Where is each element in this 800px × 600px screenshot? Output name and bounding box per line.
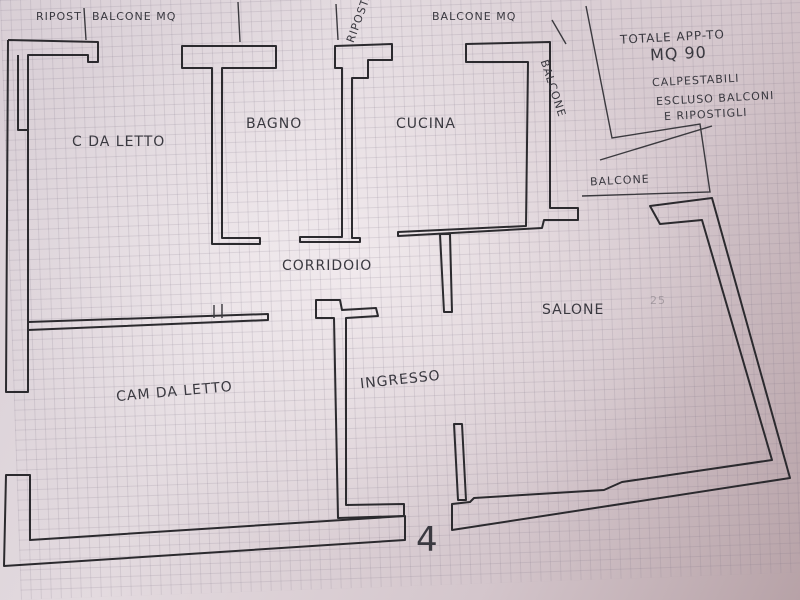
wall-divider-stub — [213, 304, 223, 318]
wall-left-lower — [3, 474, 406, 567]
salone-label: SALONE — [542, 302, 605, 318]
wall-left-exterior — [5, 39, 99, 393]
cucina-label: CUCINA — [396, 116, 456, 132]
wall-salone-exterior — [451, 197, 791, 531]
bagno-label: BAGNO — [246, 116, 303, 132]
wall-ingresso-left — [315, 299, 405, 519]
c-da-letto-label: C DA LETTO — [72, 134, 166, 150]
corridoio-label: CORRIDOIO — [282, 258, 373, 274]
wall-salone-stub — [439, 233, 453, 313]
balcone-label-mid: BALCONE MQ — [432, 10, 517, 23]
wall-cucina-right — [397, 41, 579, 237]
door-mark: 4 — [416, 520, 439, 560]
balcone-line-top — [83, 1, 567, 45]
ripost-label-left: RIPOST — [36, 10, 82, 23]
wall-cucina-left — [299, 43, 393, 243]
faint-number: 25 — [650, 294, 666, 307]
wall-bagno-left — [181, 45, 277, 245]
balcone-line-diag — [599, 125, 713, 161]
wall-salone-doorjamb — [453, 423, 467, 501]
note-line-2: MQ 90 — [649, 42, 708, 65]
balcone-line-right — [581, 5, 711, 197]
wall-bedroom-divider — [27, 313, 269, 331]
balcone-label-left: BALCONE MQ — [92, 10, 177, 23]
